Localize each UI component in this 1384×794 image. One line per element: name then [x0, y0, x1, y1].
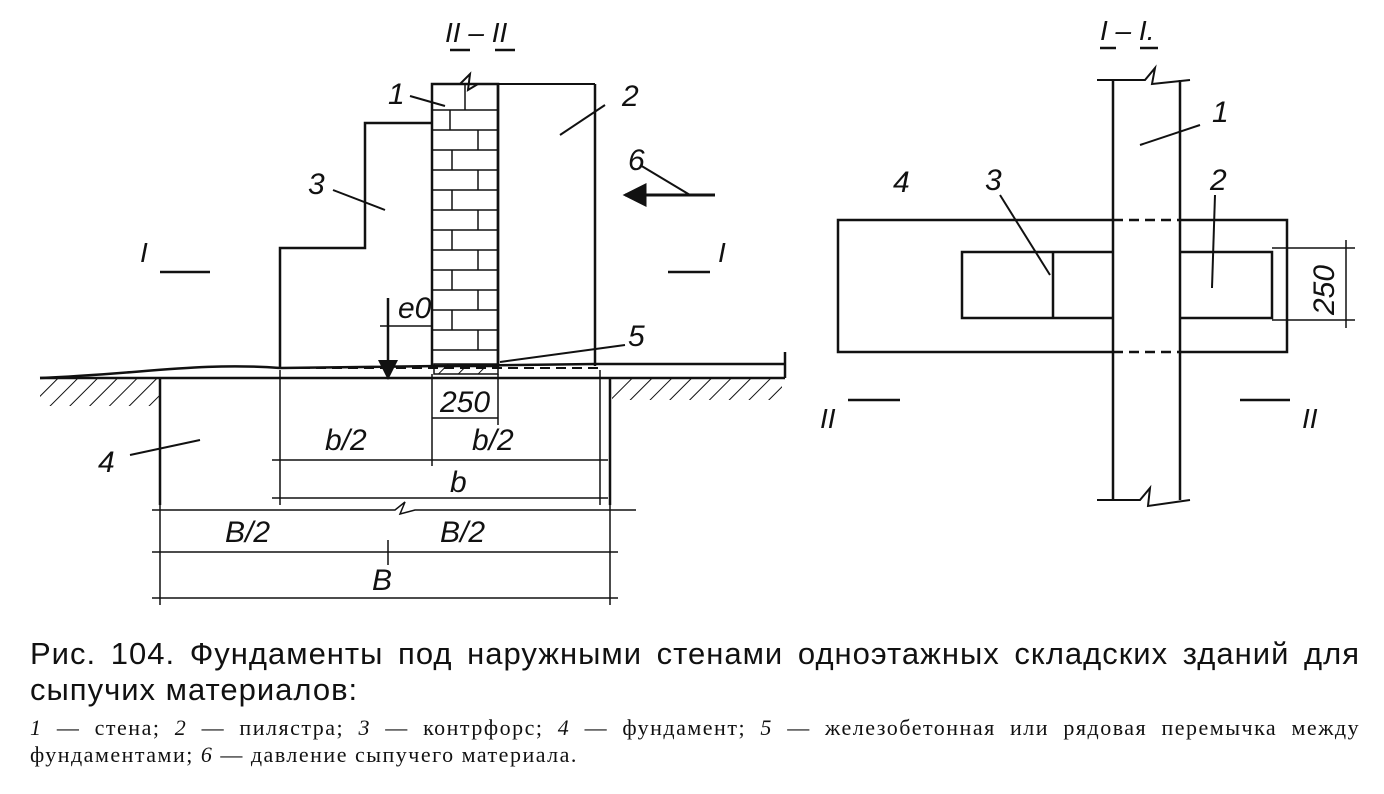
legend-item: 4 — фундамент;: [557, 715, 747, 740]
callout-1-right: 1: [1212, 96, 1229, 129]
plan-buttress: [960, 250, 1113, 320]
soil-hatch-right: [612, 378, 782, 400]
legend-item: 5 — железобетонная или рядовая перемычка…: [30, 715, 1361, 767]
dim-half-B-left: B/2: [225, 516, 270, 549]
brick-wall: [430, 82, 500, 368]
callout-3-left: 3: [308, 168, 325, 201]
legend-item: 2 — пилястра;: [174, 715, 345, 740]
cut-I-right: I: [718, 237, 726, 268]
buttress-outline: [278, 121, 432, 368]
section-I-title: I – I.: [1100, 15, 1154, 46]
cut-I-left: I: [140, 237, 148, 268]
section-II-view: II – II: [39, 17, 787, 605]
callout-4-right: 4: [893, 166, 910, 199]
section-II-title: II – II: [445, 17, 507, 48]
section-I-view: [836, 46, 1355, 508]
callout-1-left: 1: [388, 78, 405, 111]
foundation-drawing: II – II: [39, 15, 1355, 605]
legend-item: 3 — контрфорс;: [358, 715, 544, 740]
dim-half-B-right: B/2: [440, 516, 485, 549]
legend-item: 6 — давление сыпучего материала.: [200, 742, 578, 767]
caption-title: Рис. 104. Фундаменты под наружными стена…: [30, 636, 1360, 707]
plan-foundation: [836, 218, 1289, 354]
caption-legend: 1 — стена; 2 — пилястра; 3 — контрфорс; …: [30, 714, 1360, 768]
callout-4-left: 4: [98, 446, 115, 479]
cut-II-right: II: [1302, 403, 1318, 434]
dim-B: B: [372, 564, 392, 597]
legend-item: 1 — стена;: [30, 715, 161, 740]
foundation-outline: [158, 378, 612, 505]
callout-5-left: 5: [628, 320, 645, 353]
plan-pilaster: [1180, 250, 1274, 320]
pilaster-outline: [496, 84, 597, 366]
callout-3-right: 3: [985, 164, 1002, 197]
brick-courses: [432, 84, 498, 351]
dim-half-b-left: b/2: [325, 424, 367, 457]
dim-b: b: [450, 466, 467, 499]
dim-250-right: 250: [1308, 265, 1341, 316]
callout-2-right: 2: [1209, 164, 1227, 197]
callout-6-left: 6: [628, 144, 645, 177]
dimension-lines: [152, 370, 636, 605]
callout-2-left: 2: [621, 80, 639, 113]
dim-250-left: 250: [439, 386, 490, 419]
dim-e0: e0: [398, 292, 432, 325]
soil-hatch-left: [40, 378, 160, 406]
ground-line: [39, 362, 785, 380]
figure-caption: Рис. 104. Фундаменты под наружными стена…: [30, 636, 1360, 768]
dim-half-b-right: b/2: [472, 424, 514, 457]
plan-wall: [1111, 80, 1182, 500]
cut-II-left: II: [820, 403, 836, 434]
